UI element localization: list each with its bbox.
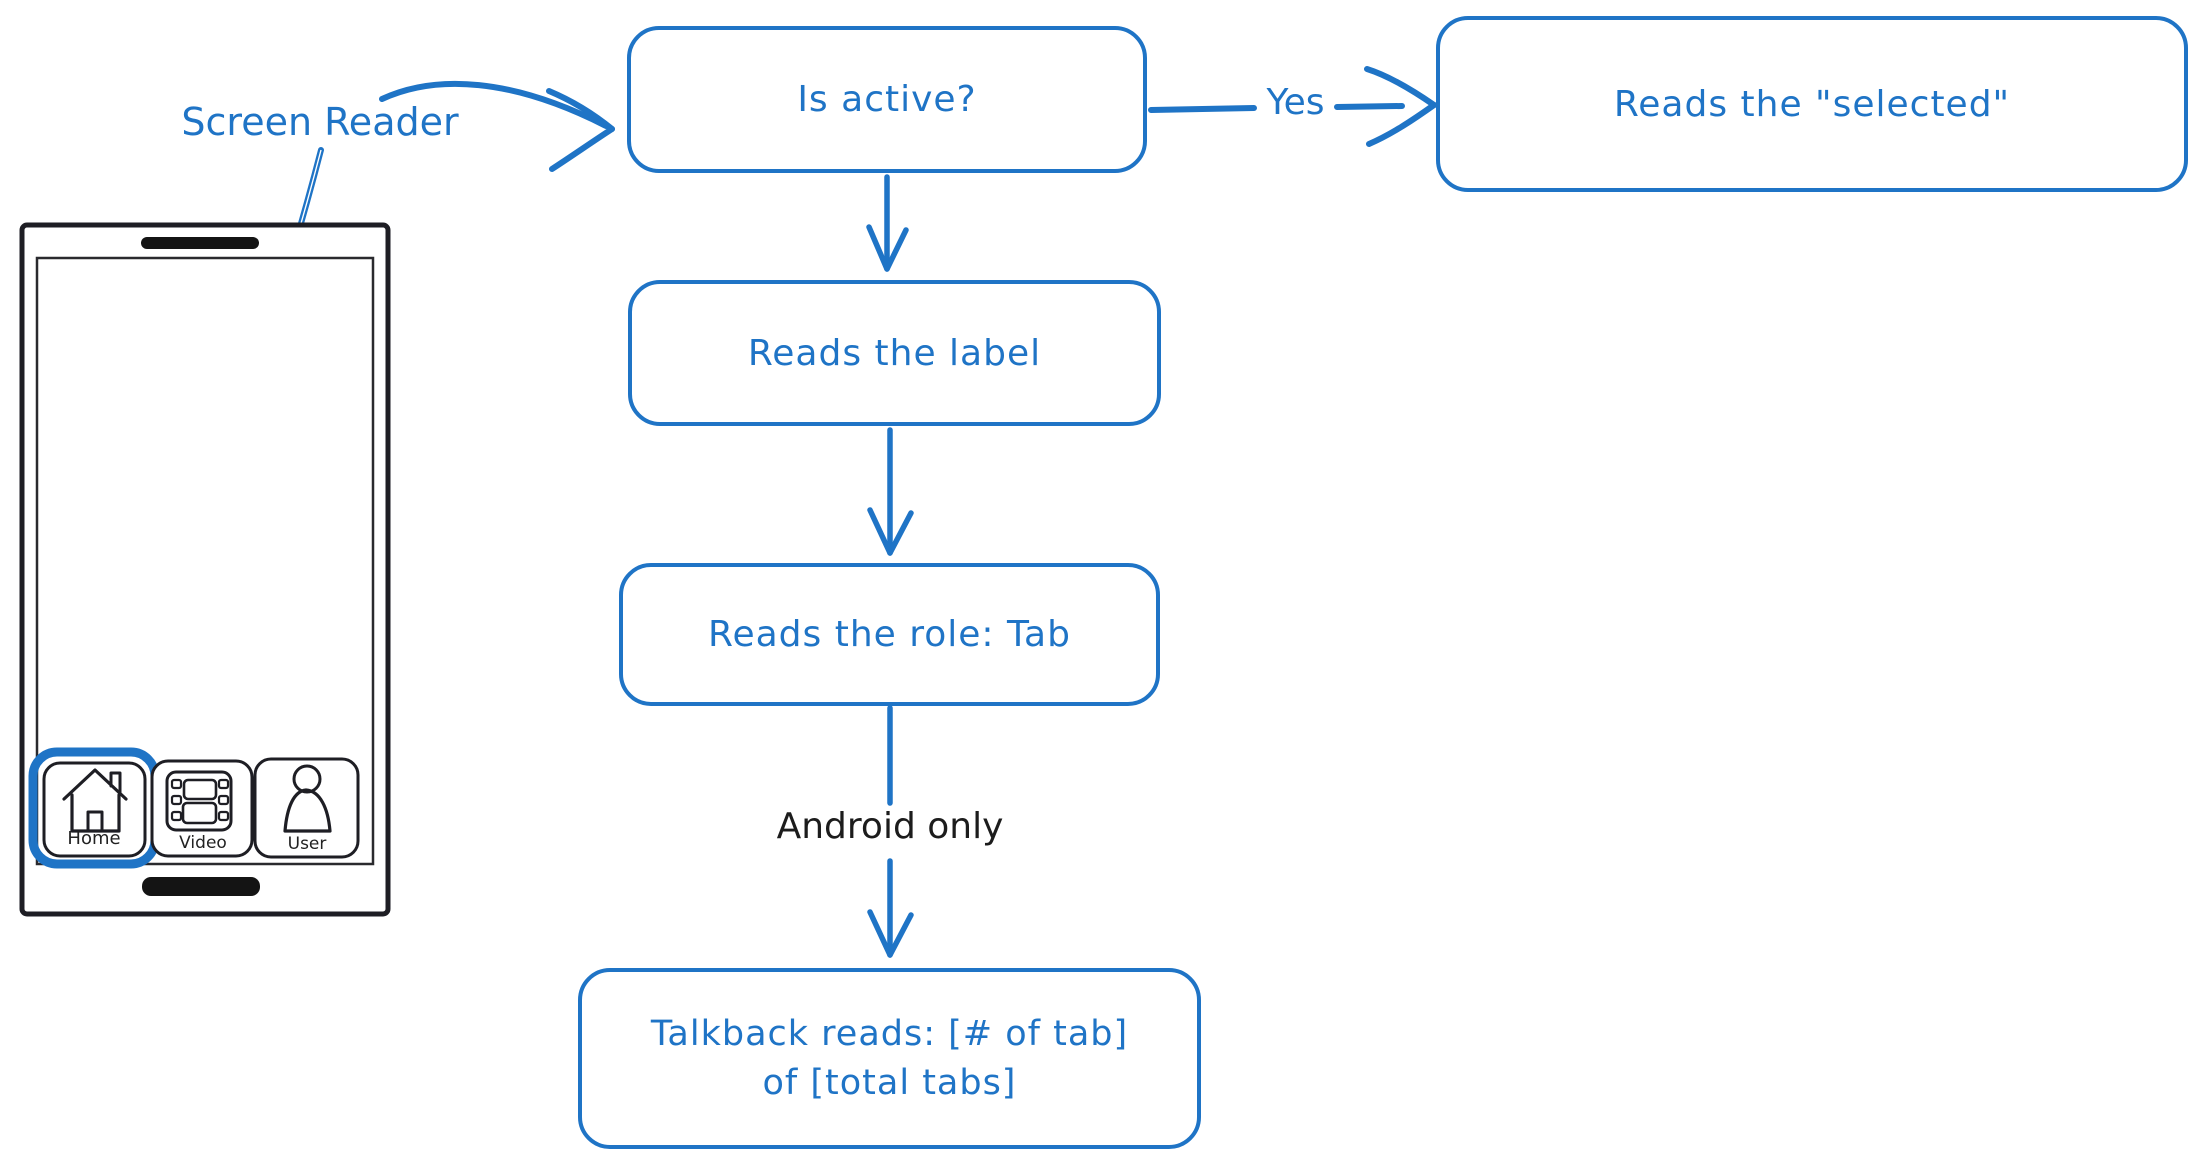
arrow-role-to-talkback	[867, 705, 914, 958]
tab-user[interactable]	[253, 757, 360, 859]
node-talkback-line1: Talkback reads: [# of tab]	[650, 1013, 1129, 1054]
user-icon	[283, 764, 332, 833]
phone-speaker	[141, 237, 259, 249]
phone-mockup	[19, 222, 391, 917]
screen-reader-label: Screen Reader	[181, 100, 459, 144]
node-reads-role-text: Reads the role: Tab	[708, 614, 1071, 655]
node-is-active[interactable]: Is active?	[627, 26, 1147, 173]
phone-screen	[35, 256, 375, 866]
yes-edge-label: Yes	[1266, 82, 1325, 123]
node-reads-role[interactable]: Reads the role: Tab	[619, 563, 1160, 706]
android-only-label: Android only	[776, 806, 1004, 847]
node-talkback-line2: of [total tabs]	[762, 1062, 1017, 1103]
arrow-active-to-label	[866, 174, 909, 272]
node-reads-label[interactable]: Reads the label	[628, 280, 1161, 426]
video-icon	[165, 770, 233, 832]
tab-video-label: Video	[179, 833, 227, 853]
yes-arrow	[1148, 66, 1437, 147]
node-is-active-text: Is active?	[797, 79, 977, 120]
screen-reader-arrow	[379, 80, 615, 172]
node-reads-selected-text: Reads the "selected"	[1613, 83, 2011, 125]
tab-user-label: User	[287, 834, 327, 854]
tab-home-label: Home	[67, 828, 121, 849]
phone-home-indicator	[142, 877, 260, 896]
home-icon	[62, 768, 128, 833]
phone-frame	[19, 222, 391, 917]
node-reads-selected[interactable]: Reads the "selected"	[1436, 16, 2188, 192]
node-talkback[interactable]: Talkback reads: [# of tab] of [total tab…	[578, 968, 1201, 1149]
arrow-label-to-role	[867, 427, 914, 556]
node-reads-label-text: Reads the label	[747, 332, 1042, 374]
